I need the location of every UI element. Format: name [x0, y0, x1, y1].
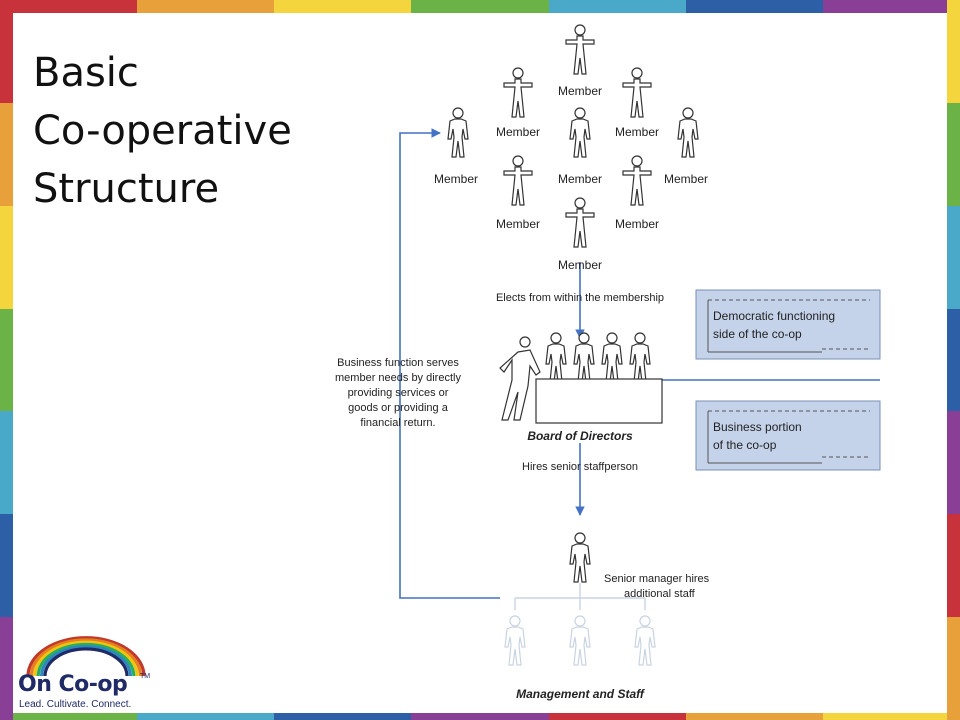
connector-lines	[399, 128, 880, 599]
rainbow-icon	[26, 636, 146, 677]
oncoop-logo: On Co-op TM Lead. Cultivate. Connect.	[12, 632, 162, 714]
member-label: Member	[434, 172, 478, 186]
legend-democratic: Democratic functioning side of the co-op	[695, 289, 881, 360]
member-figure	[503, 155, 533, 206]
legend-business: Business portion of the co-op	[695, 400, 881, 471]
staff-label: Management and Staff	[516, 687, 645, 701]
border-segment	[947, 411, 960, 515]
border-segment	[823, 713, 960, 720]
border-segment	[0, 617, 13, 720]
border-segment	[0, 206, 13, 310]
border-segment	[274, 713, 413, 720]
border-segment	[411, 713, 550, 720]
member-figure	[622, 67, 652, 118]
member-figure	[503, 67, 533, 118]
border-segment	[0, 514, 13, 618]
border-segment	[0, 411, 13, 515]
legend-business-line: of the co-op	[713, 438, 777, 452]
member-label: Member	[615, 125, 659, 139]
board-table	[535, 378, 663, 424]
member-figure	[447, 107, 469, 158]
staff-tree-lines	[514, 583, 646, 610]
rainbow-arc	[36, 642, 136, 677]
border-segment	[274, 0, 413, 13]
hires-label: Hires senior staffperson	[522, 461, 638, 473]
senior-manager-figure	[569, 532, 591, 583]
member-label: Member	[558, 84, 602, 98]
border-segment	[0, 0, 139, 13]
member-label: Member	[615, 217, 659, 231]
logo-tagline: Lead. Cultivate. Connect.	[19, 699, 132, 710]
border-segment	[947, 103, 960, 207]
business-function-label-line: goods or providing a	[348, 402, 449, 414]
border-segment	[947, 309, 960, 413]
business-function-label-line: financial return.	[360, 417, 435, 429]
title-line: Basic	[33, 50, 139, 96]
border-segment	[549, 713, 688, 720]
staff-figures	[504, 615, 656, 666]
border-segment	[947, 206, 960, 310]
legend-democratic-line: Democratic functioning	[713, 309, 835, 323]
border-segment	[0, 0, 13, 104]
border-segment	[137, 713, 276, 720]
member-label: Member	[558, 172, 602, 186]
title-line: Structure	[33, 166, 220, 212]
rainbow-arc	[40, 645, 132, 677]
logo-trademark: TM	[140, 673, 151, 680]
member-label: Member	[496, 125, 540, 139]
border-segment	[0, 309, 13, 413]
elects-label: Elects from within the membership	[496, 292, 664, 304]
border-segment	[947, 617, 960, 720]
logo-name: On Co-op	[18, 672, 128, 697]
border-segment	[686, 0, 825, 13]
rainbow-arc	[43, 647, 129, 677]
member-label: Member	[496, 217, 540, 231]
board-of-directors-figure	[499, 332, 663, 424]
slide-title: Basic Co-operative Structure	[33, 44, 292, 218]
board-label: Board of Directors	[527, 429, 633, 443]
border-segment	[0, 713, 139, 720]
business-function-label-line: providing services or	[348, 387, 449, 399]
member-figure	[569, 107, 591, 158]
member-figure	[622, 155, 652, 206]
members-group	[447, 24, 699, 248]
border-segment	[823, 0, 960, 13]
border-segment	[947, 514, 960, 618]
business-function-label-line: member needs by directly	[335, 372, 461, 384]
senior-manager-label-line: additional staff	[624, 588, 696, 600]
border-segment	[947, 0, 960, 104]
member-label: Member	[558, 258, 602, 272]
senior-manager-label-line: Senior manager hires	[604, 573, 710, 585]
rainbow-arc	[26, 636, 146, 677]
rainbow-arc	[33, 640, 139, 677]
member-figure	[677, 107, 699, 158]
border-segment	[411, 0, 550, 13]
border-segment	[549, 0, 688, 13]
border-segment	[137, 0, 276, 13]
title-line: Co-operative	[33, 108, 292, 154]
business-function-label-line: Business function serves	[337, 357, 459, 369]
legend-business-line: Business portion	[713, 420, 802, 434]
member-label: Member	[664, 172, 708, 186]
border-segment	[686, 713, 825, 720]
legend-democratic-line: side of the co-op	[713, 327, 802, 341]
board-speaker-icon	[499, 336, 541, 421]
member-figure	[565, 24, 595, 75]
business-function-arrow	[399, 128, 500, 599]
rainbow-arc	[29, 638, 143, 677]
border-segment	[0, 103, 13, 207]
member-figure	[565, 197, 595, 248]
